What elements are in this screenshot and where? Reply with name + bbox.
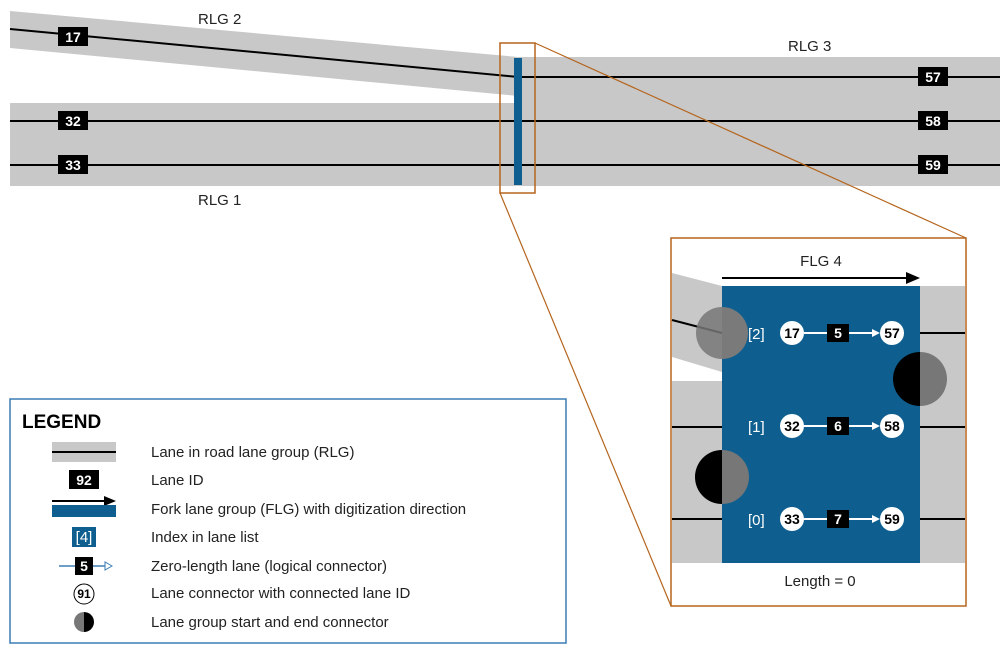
zoom-detail: FLG 4 [2] 17 5 57 [1 [670,237,967,607]
legend-item-lane-id: Lane ID [151,472,204,489]
flg-bar [514,58,522,185]
connector-to: 59 [884,511,900,527]
zero-length-lane: 6 [834,418,842,434]
flg-row-0: [0] 33 7 59 [748,507,904,531]
lane-line-17 [9,28,519,78]
lane-index: [0] [748,512,765,529]
lane-id-33: 33 [58,155,88,174]
road-overview: RLG 2 RLG 3 RLG 1 17 32 33 57 58 59 [9,11,1000,209]
legend-rlg-symbol [52,442,116,462]
legend-item-start-end: Lane group start and end connector [151,614,389,631]
flg-label: FLG 4 [800,253,842,270]
svg-text:5: 5 [80,558,88,574]
lane-id-59: 59 [918,155,948,174]
lane-id-58: 58 [918,111,948,130]
lane-id-32: 32 [58,111,88,130]
length-label: Length = 0 [784,573,855,590]
svg-text:59: 59 [925,157,941,173]
legend-item-rlg: Lane in road lane group (RLG) [151,444,354,461]
svg-text:92: 92 [76,472,92,488]
zoom-rlg3-road [920,286,965,563]
legend-box [9,398,567,644]
svg-text:57: 57 [925,69,941,85]
legend-connector-symbol: 91 [73,583,95,605]
zero-length-lane: 7 [834,511,842,527]
legend-index-symbol: [4] [72,527,96,547]
rlg1-road [10,103,518,186]
flg-direction-arrowhead [906,272,920,284]
legend-zero-lane-symbol: 5 [59,557,114,575]
connector-to: 57 [884,325,900,341]
lane-id-17: 17 [58,27,88,46]
legend-item-zero-lane: Zero-length lane (logical connector) [151,558,387,575]
rlg3-start-connector [893,352,947,406]
legend-start-end-symbol [74,612,94,632]
legend-item-connector: Lane connector with connected lane ID [151,585,411,602]
flg-row-1: [1] 32 6 58 [748,414,904,438]
rlg2-end-connector [696,307,748,359]
connector-from: 32 [784,418,800,434]
connector-from: 33 [784,511,800,527]
legend-item-flg: Fork lane group (FLG) with digitization … [151,501,466,518]
zoom-outline-small [499,42,536,194]
lane-index: [2] [748,326,765,343]
zoom-connector-left [499,192,672,607]
connector-to: 58 [884,418,900,434]
legend-item-index: Index in lane list [151,529,259,546]
legend: LEGEND Lane in road lane group (RLG) 92 … [9,398,567,644]
zoom-connector-right [534,42,967,239]
svg-text:91: 91 [77,587,91,601]
svg-text:[4]: [4] [76,529,93,546]
legend-lane-id-symbol: 92 [69,470,99,489]
lane-id-57: 57 [918,67,948,86]
legend-flg-symbol [52,496,116,517]
svg-text:58: 58 [925,113,941,129]
zero-length-lane: 5 [834,325,842,341]
rlg1-label: RLG 1 [198,192,241,209]
rlg3-label: RLG 3 [788,38,831,55]
rlg1-end-connector [695,450,749,504]
lane-index: [1] [748,419,765,436]
legend-title: LEGEND [22,412,101,433]
connector-from: 17 [784,325,800,341]
svg-text:17: 17 [65,29,81,45]
svg-text:32: 32 [65,113,81,129]
flg-row-2: [2] 17 5 57 [748,321,904,345]
rlg2-label: RLG 2 [198,11,241,28]
svg-text:33: 33 [65,157,81,173]
